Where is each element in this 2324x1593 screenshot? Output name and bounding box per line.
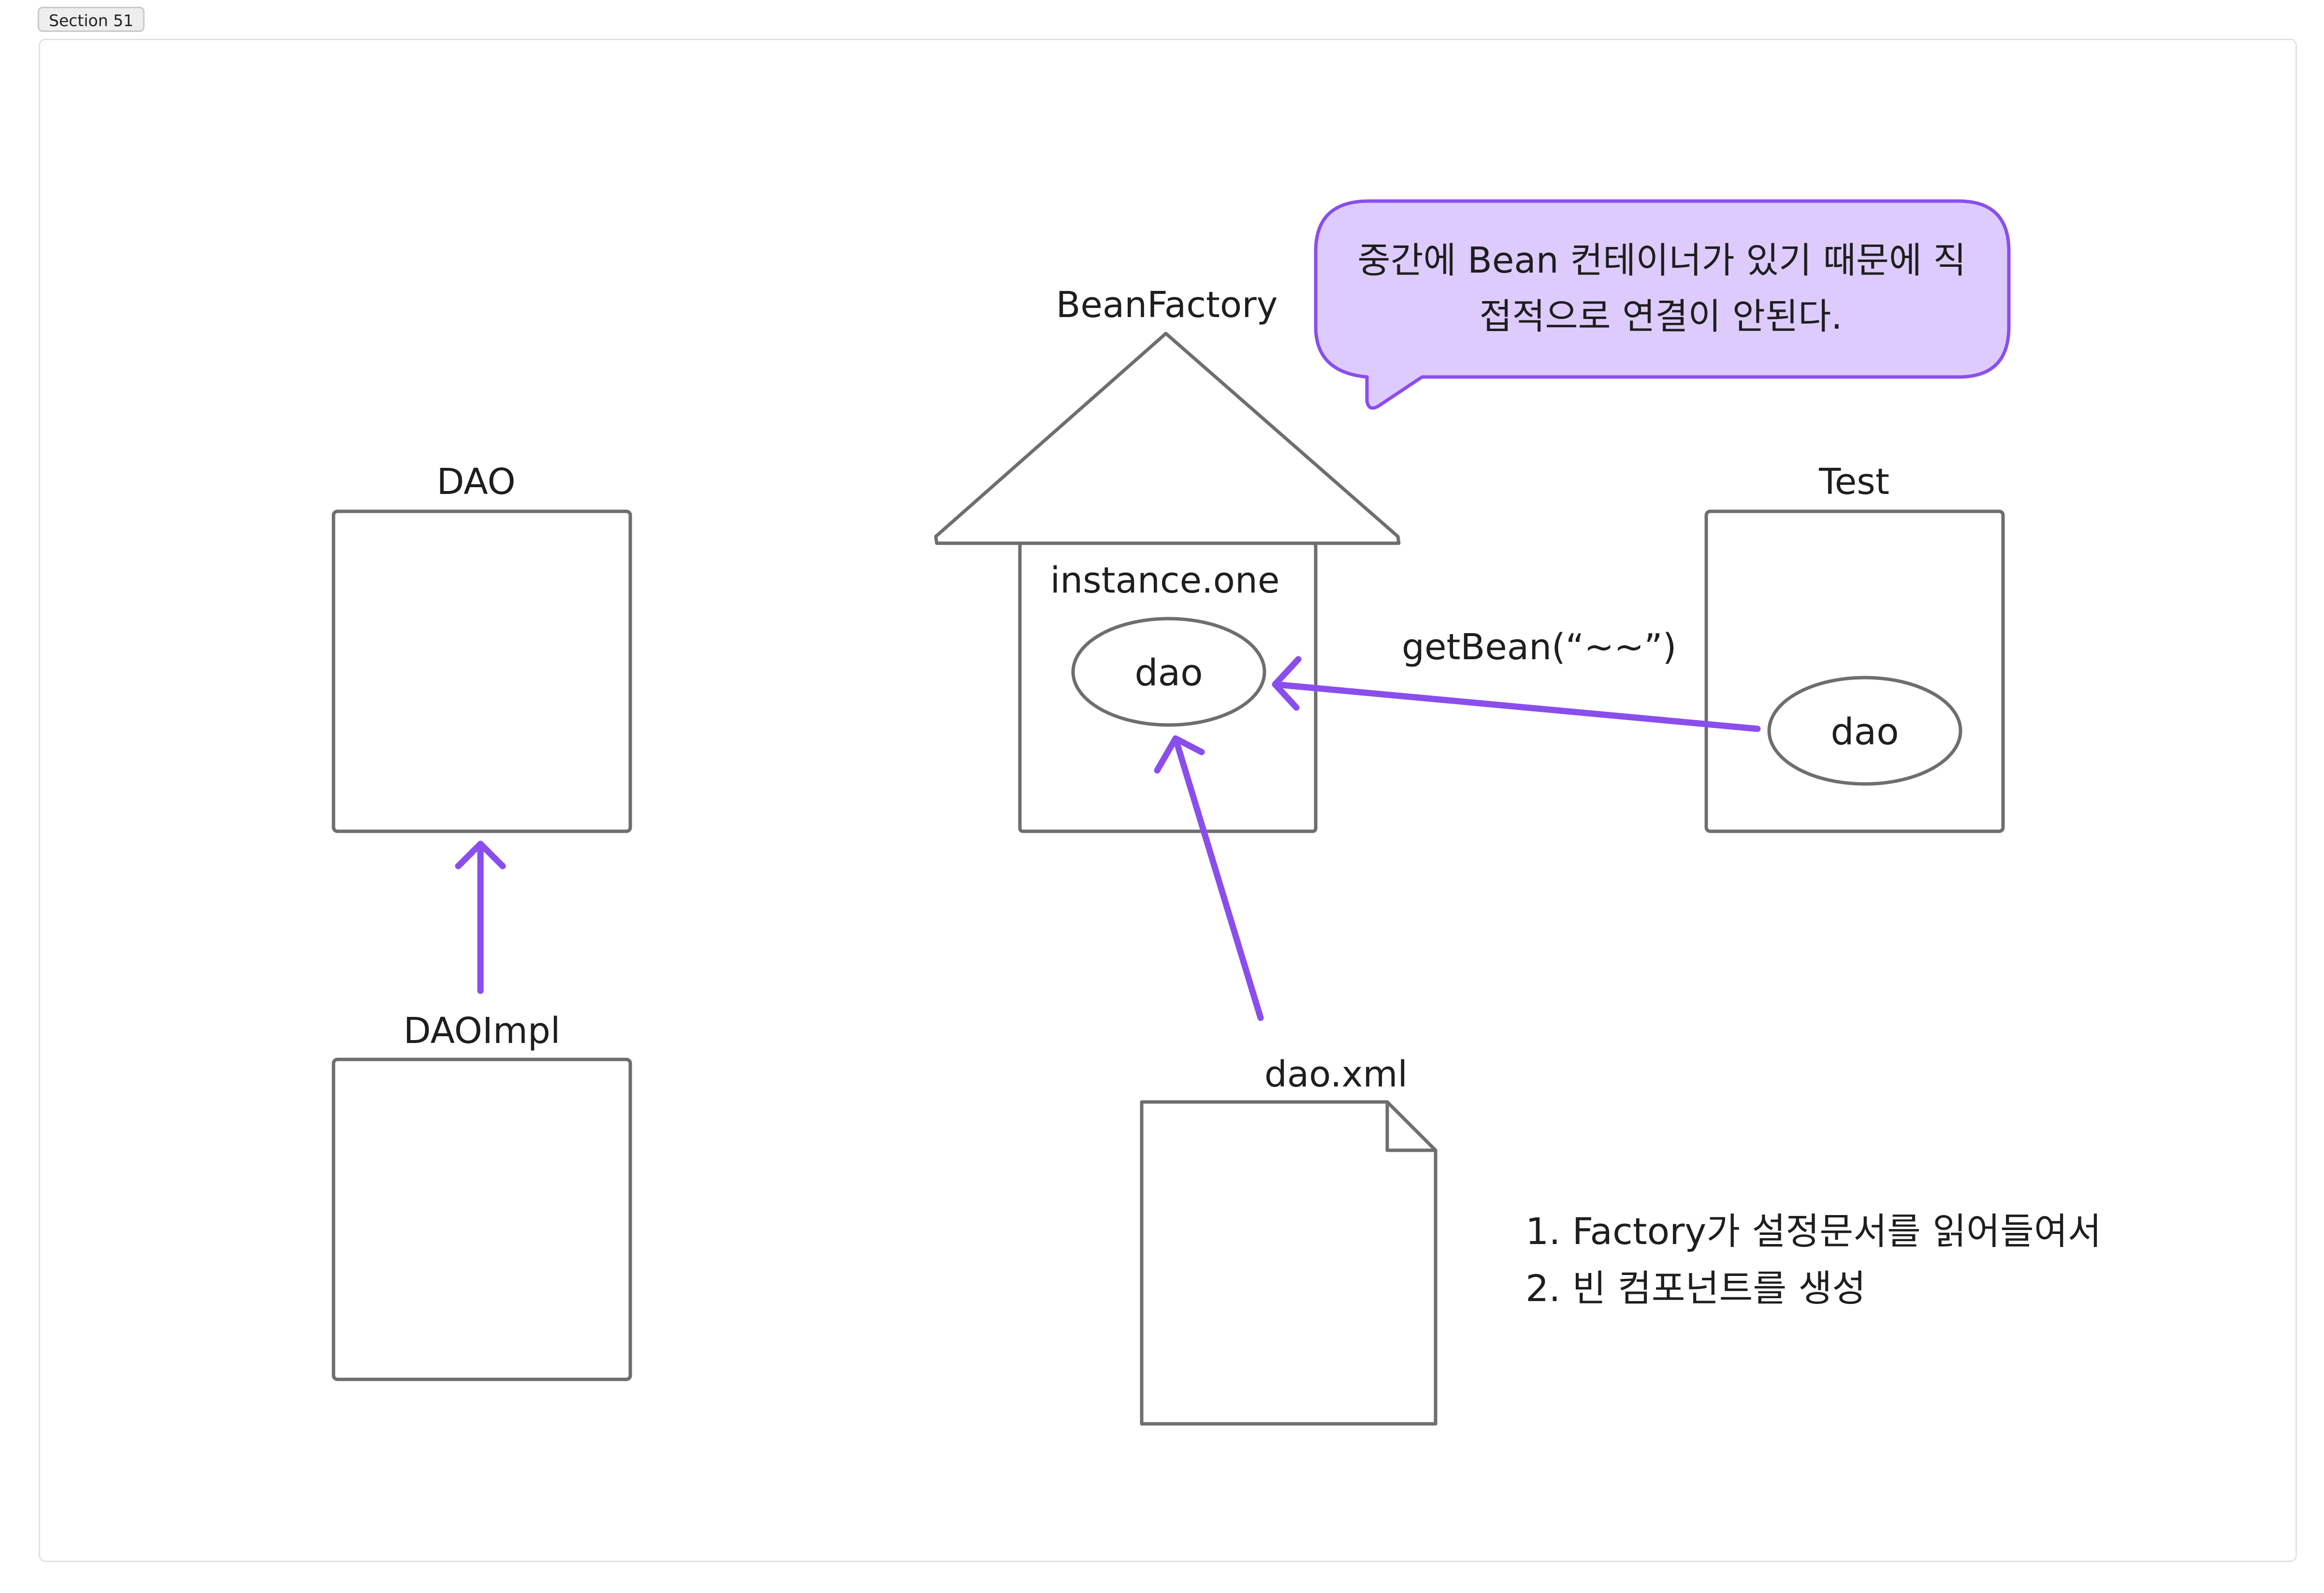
factory-dao-label: dao: [1134, 651, 1203, 694]
bean-factory-label: BeanFactory: [1056, 284, 1278, 326]
dao-xml-document[interactable]: [1140, 1100, 1438, 1426]
instance-one-label: instance.one: [1050, 560, 1280, 601]
test-class-label: Test: [1818, 461, 1889, 503]
config-read-arrow[interactable]: [1154, 735, 1264, 1021]
dao-class-box[interactable]: [332, 509, 632, 833]
section-label[interactable]: Section 51: [38, 7, 145, 32]
test-dao-ellipse[interactable]: [1767, 676, 1962, 786]
factory-dao-ellipse[interactable]: [1071, 617, 1266, 727]
document-fold-corner: [1385, 1102, 1436, 1152]
dao-class-label: DAO: [436, 461, 515, 503]
callout-line-2: 접적으로 연결이 안된다.: [1479, 296, 1842, 337]
test-dao-label: dao: [1830, 710, 1899, 753]
callout-line-1: 중간에 Bean 컨테이너가 있기 때문에 직: [1357, 240, 1966, 281]
dao-xml-label: dao.xml: [1264, 1054, 1408, 1095]
get-bean-arrow[interactable]: [1272, 656, 1761, 732]
get-bean-label: getBean(“~~”): [1402, 626, 1676, 668]
callout-bubble[interactable]: [1314, 199, 2011, 410]
dao-impl-label: DAOImpl: [404, 1010, 561, 1052]
dao-impl-box[interactable]: [332, 1057, 632, 1381]
note-step-2: 2. 빈 컴포넌트를 생성: [1525, 1267, 1866, 1310]
inheritance-arrow[interactable]: [455, 840, 506, 994]
note-step-1: 1. Factory가 설정문서를 읽어들여서: [1525, 1210, 2102, 1253]
